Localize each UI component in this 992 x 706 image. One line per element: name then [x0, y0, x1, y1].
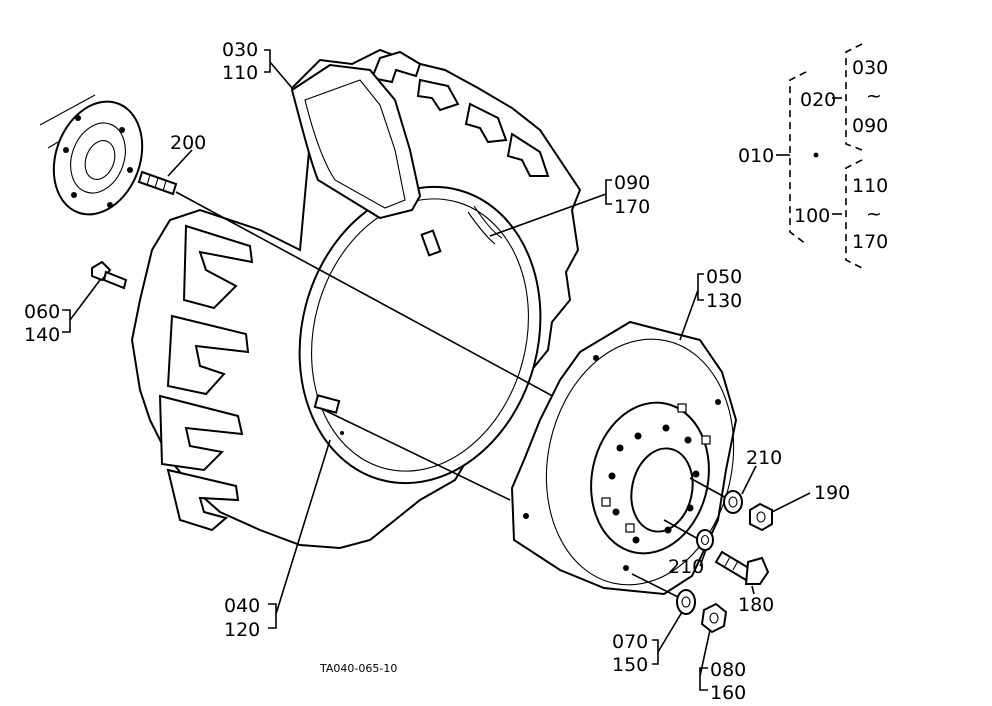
label-030: 030	[222, 39, 258, 61]
label-180: 180	[738, 594, 774, 616]
assembly-tree	[776, 43, 863, 269]
label-140: 140	[24, 324, 60, 346]
label-110: 110	[222, 62, 258, 84]
tree-label-100: 100	[794, 205, 830, 227]
label-050: 050	[706, 266, 742, 288]
washer-210b[interactable]	[696, 529, 714, 551]
label-160: 160	[710, 682, 746, 704]
label-040: 040	[224, 595, 260, 617]
tree-label-170: 170	[852, 231, 888, 253]
label-060: 060	[24, 301, 60, 323]
label-210-upper: 210	[746, 447, 782, 469]
label-070: 070	[612, 631, 648, 653]
figure-code: TA040-065-10	[319, 662, 397, 675]
stud-bolt-200[interactable]	[137, 170, 178, 196]
tree-labels: 010 020 100 030 ~ 090 110 ~ 170	[738, 57, 888, 253]
tree-label-090: 090	[852, 115, 888, 137]
label-090: 090	[614, 172, 650, 194]
label-210-lower: 210	[668, 556, 704, 578]
label-080: 080	[710, 659, 746, 681]
tree-range-tilde-1: ~	[866, 85, 882, 107]
washer-210a[interactable]	[723, 490, 743, 514]
label-150: 150	[612, 654, 648, 676]
bolt-180[interactable]	[714, 550, 770, 585]
nut-190[interactable]	[749, 502, 773, 532]
label-190: 190	[814, 482, 850, 504]
tractor-tire[interactable]	[130, 48, 582, 550]
tree-label-110: 110	[852, 175, 888, 197]
tree-label-030: 030	[852, 57, 888, 79]
tree-range-tilde-2: ~	[866, 203, 882, 225]
axle-hub-flange[interactable]	[39, 89, 158, 227]
washer-070[interactable]	[676, 589, 696, 615]
part-labels: 030 110 200 060 140 090 170 050 130 210 …	[24, 39, 850, 704]
nut-080[interactable]	[700, 602, 728, 634]
tree-label-010: 010	[738, 145, 774, 167]
label-130: 130	[706, 290, 742, 312]
wheel-disc[interactable]	[510, 320, 756, 603]
tree-label-020: 020	[800, 89, 836, 111]
hub-bolt-060[interactable]	[91, 260, 128, 290]
label-120: 120	[224, 619, 260, 641]
label-200: 200	[170, 132, 206, 154]
label-170: 170	[614, 196, 650, 218]
